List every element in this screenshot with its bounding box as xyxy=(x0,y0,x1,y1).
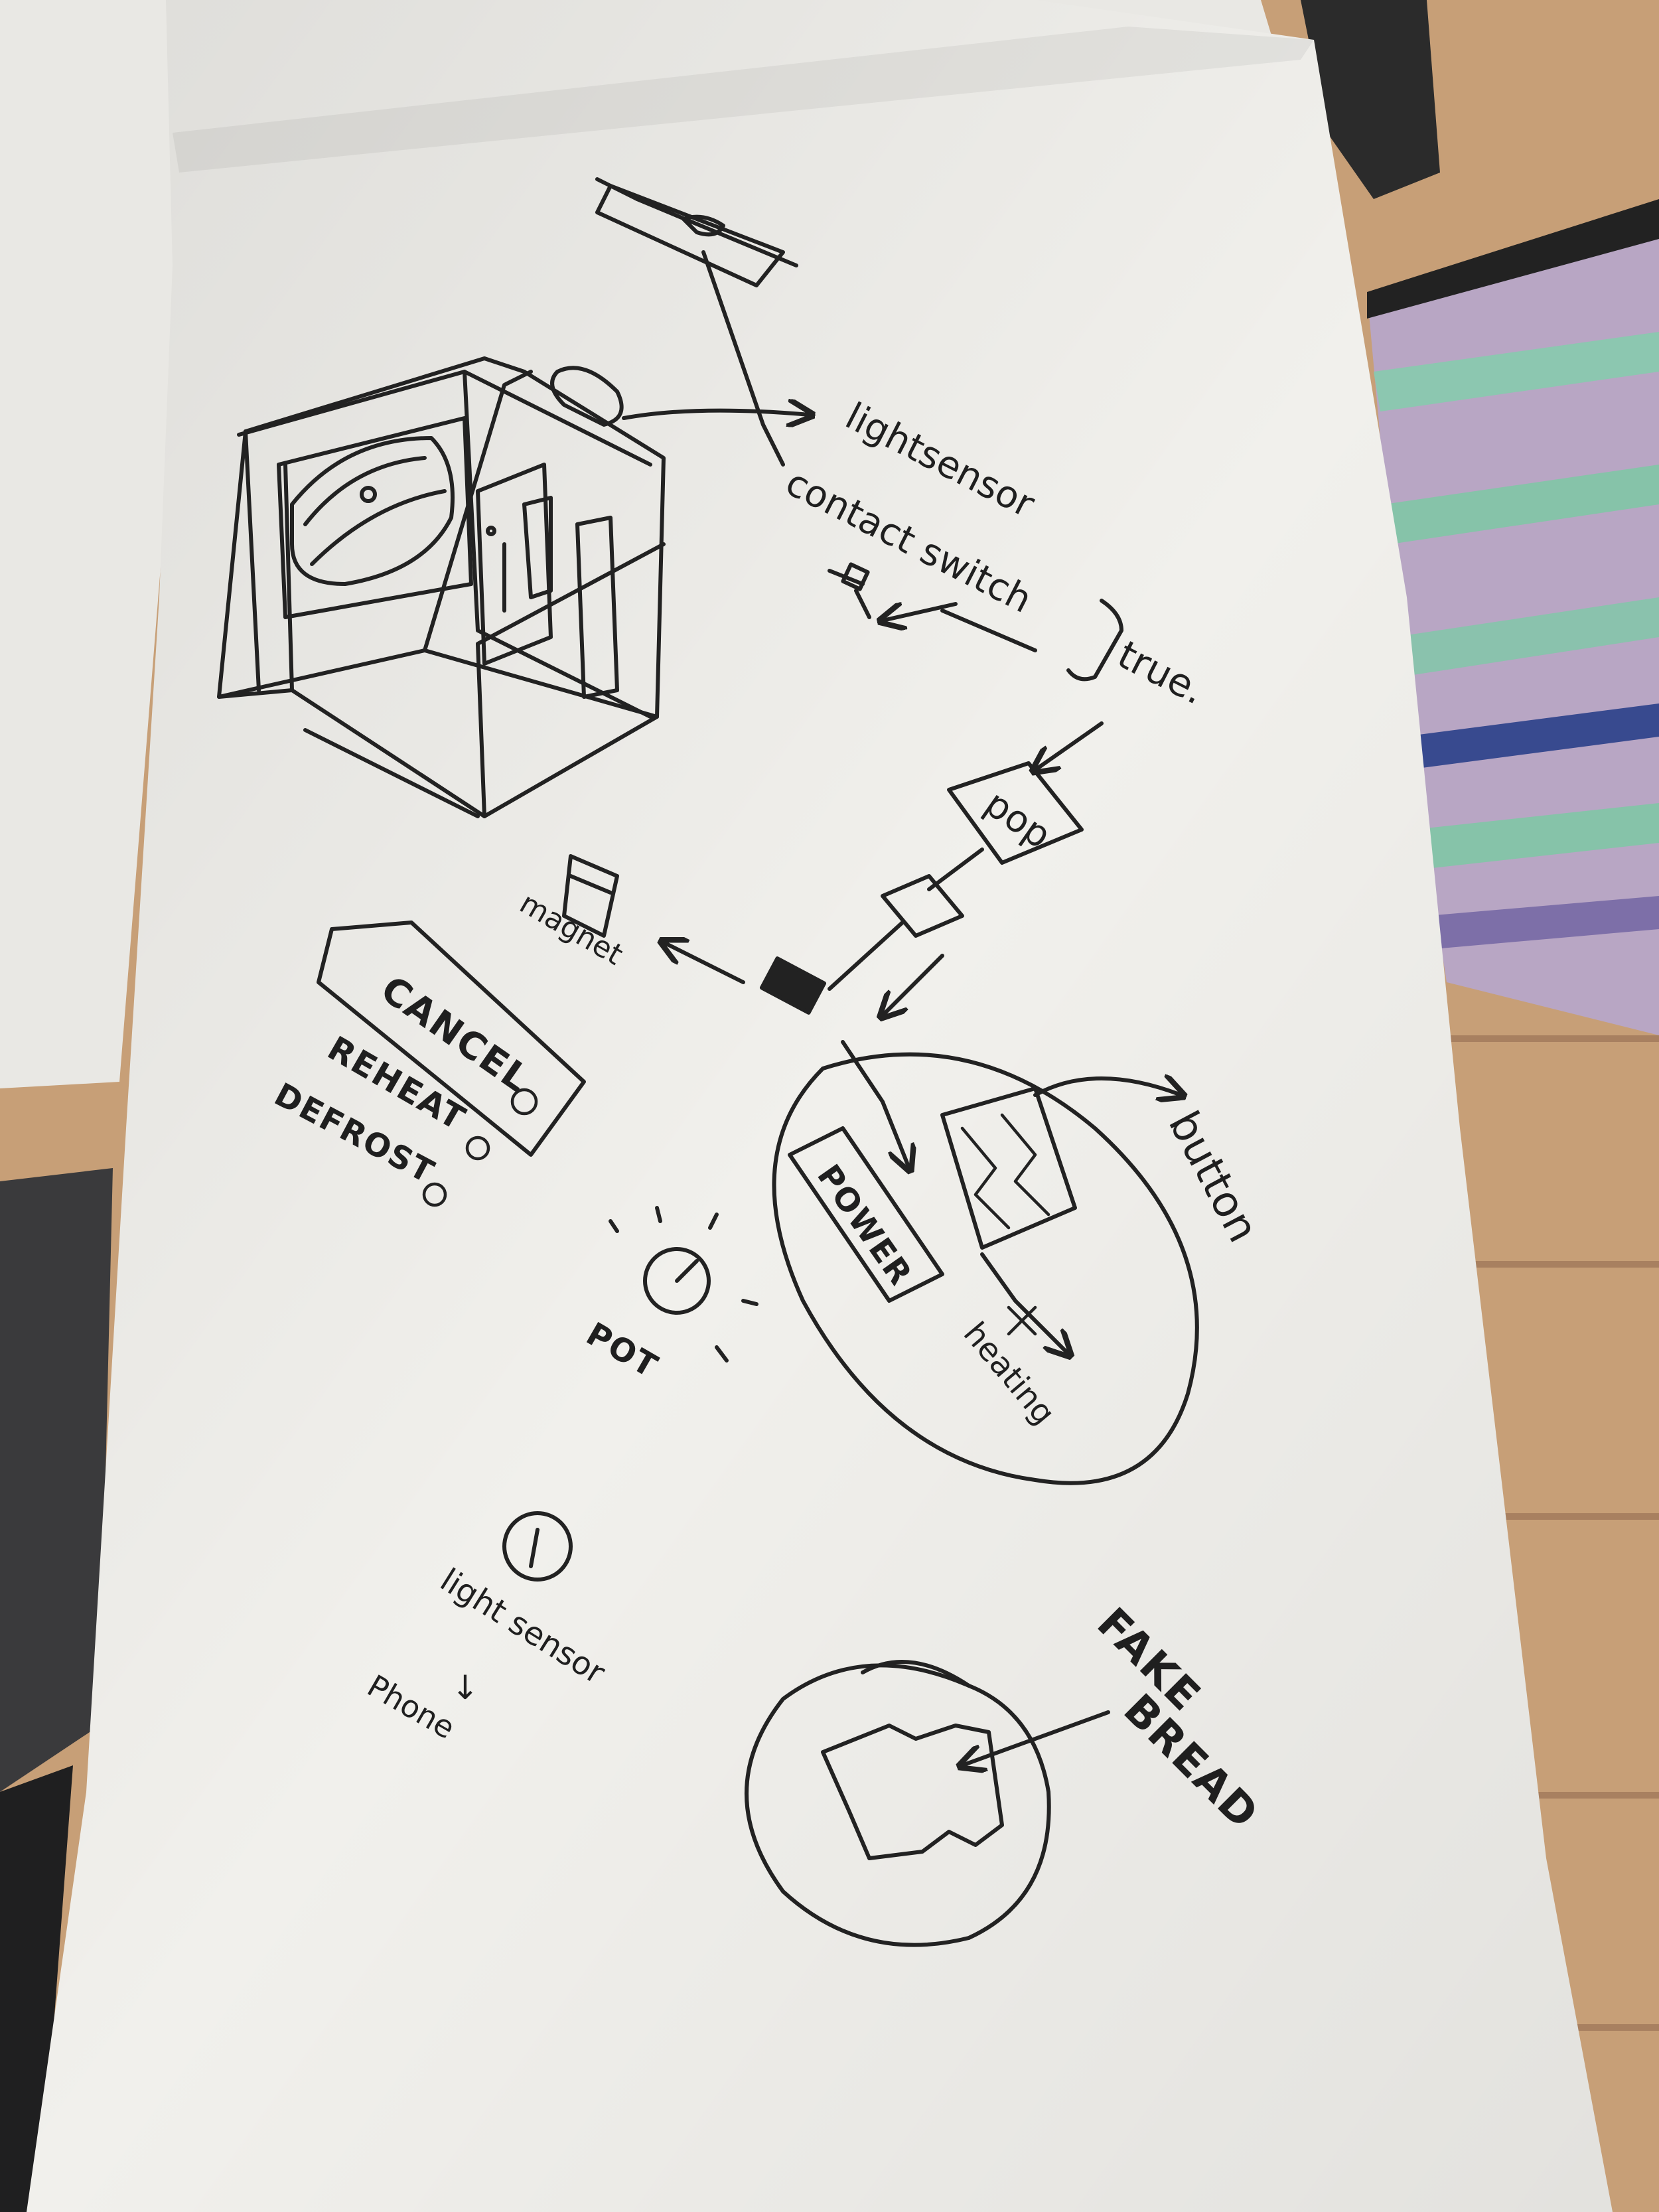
toaster-sketch xyxy=(217,356,666,818)
underline-switch xyxy=(940,609,1037,652)
pot-knob-icon xyxy=(609,1206,758,1363)
light-sensor-box-sketch xyxy=(595,177,798,287)
light-sensor-icon xyxy=(502,1511,573,1582)
fake-bread-sketch xyxy=(745,1660,1051,1947)
arrow-to-pop xyxy=(1035,721,1104,770)
striped-fabric xyxy=(1301,0,1659,1035)
dark-fabric-lower xyxy=(0,1765,73,2212)
arrow-to-button xyxy=(1033,1078,1181,1095)
arrow-to-bread xyxy=(962,1710,1110,1765)
arrow-slot-to-lightsensor xyxy=(622,411,810,418)
dark-fabric xyxy=(0,1168,113,1792)
switch-icon xyxy=(828,562,871,619)
magnet-icon xyxy=(562,854,619,938)
arrow-to-magnet xyxy=(664,942,745,984)
arrow-down-glyph: ↓ xyxy=(451,1668,479,1707)
arrow-down-right xyxy=(883,954,944,1015)
arrow-box-to-contact xyxy=(701,250,785,467)
pop-mechanism xyxy=(759,848,984,1015)
bracket xyxy=(1066,599,1123,682)
arrow-switch-left xyxy=(883,602,958,621)
